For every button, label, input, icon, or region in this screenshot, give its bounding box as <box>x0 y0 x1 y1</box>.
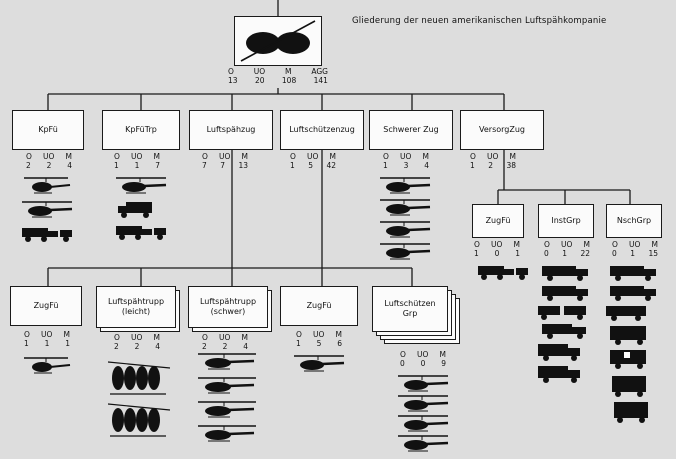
helicopter-light-icon <box>18 176 78 194</box>
vehicle-column-icon <box>604 264 668 430</box>
kpfutrp-equipment <box>112 176 172 240</box>
helicopter-icon <box>394 414 454 432</box>
jeep-trailer-icon <box>18 224 78 242</box>
kpfutrp-box: KpFüTrp <box>102 110 180 150</box>
luftschuetzen-grp-equipment <box>394 374 454 452</box>
helicopter-icon <box>394 394 454 412</box>
reconnaissance-insignia-icon <box>238 19 318 63</box>
helicopter-icon <box>376 242 436 260</box>
schwerer-zug-equipment <box>376 176 436 260</box>
versorgzug-box: VersorgZug <box>460 110 544 150</box>
kpfu-equipment <box>18 176 78 242</box>
helicopter-icon <box>376 198 436 216</box>
helicopter-icon <box>394 434 454 452</box>
helicopter-icon <box>376 220 436 238</box>
luftspaehtrupp-schwer-box: Luftspähtrupp(schwer) <box>188 286 268 328</box>
helicopter-light-stack-icon <box>108 358 172 442</box>
nschgrp-box: NschGrp <box>606 204 662 238</box>
zugfu-versorg-box: ZugFü <box>472 204 524 238</box>
zugfu-versorg-equipment <box>474 262 534 280</box>
zugfu-equipment <box>18 356 78 374</box>
helicopter-icon <box>394 374 454 392</box>
company-box <box>234 16 322 66</box>
schwerer-zug-box: Schwerer Zug <box>369 110 453 150</box>
truck-icon <box>112 200 172 218</box>
zugfu-box: ZugFü <box>10 286 82 326</box>
instgrp-equipment <box>536 264 600 386</box>
helicopter-light-icon <box>18 356 78 374</box>
truck-column-icon <box>536 264 600 386</box>
luftspaehzug-box: Luftspähzug <box>189 110 273 150</box>
helicopter-icon <box>290 354 350 372</box>
luftspaehtrupp-leicht-equipment <box>108 358 172 442</box>
luftspaehtrupp-leicht-box: Luftspähtrupp(leicht) <box>96 286 176 328</box>
helicopter-icon <box>376 176 436 194</box>
helicopter-icon <box>112 176 172 194</box>
instgrp-box: InstGrp <box>538 204 594 238</box>
zugfu-luftschuetzen-box: ZugFü <box>280 286 358 326</box>
luftspaehtrupp-schwer-equipment <box>194 352 260 442</box>
helicopter-icon <box>194 352 260 370</box>
helicopter-icon <box>194 424 260 442</box>
helicopter-icon <box>18 200 78 218</box>
zugfu-luftschuetzen-equipment <box>290 354 350 372</box>
jeep-trailer-icon <box>474 262 534 280</box>
kpfu-box: KpFü <box>12 110 84 150</box>
helicopter-icon <box>194 400 260 418</box>
luftschuetzenzug-box: Luftschützenzug <box>280 110 364 150</box>
helicopter-icon <box>194 376 260 394</box>
jeep-trailer-icon <box>112 222 172 240</box>
nschgrp-equipment <box>604 264 668 430</box>
diagram-title: Gliederung der neuen amerikanischen Luft… <box>352 16 606 26</box>
